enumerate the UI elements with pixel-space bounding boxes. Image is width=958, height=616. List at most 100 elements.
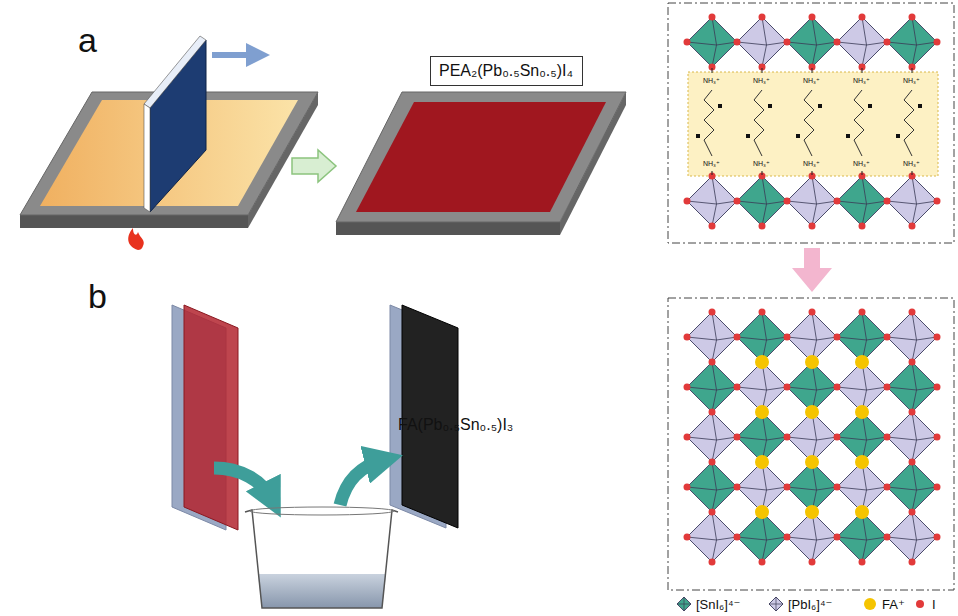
iodide-atom	[884, 198, 891, 205]
fa-cation	[755, 455, 769, 469]
octahedron-edge	[912, 412, 917, 440]
octahedron-edge	[812, 176, 817, 204]
octahedron	[837, 462, 887, 512]
phenyl-marker	[896, 134, 900, 138]
legend-swatch	[862, 596, 878, 612]
iodide-atom	[759, 309, 766, 316]
iodide-atom	[834, 434, 841, 441]
octahedron-face	[887, 412, 937, 462]
octahedron-face	[887, 312, 937, 362]
octahedron-edge	[837, 42, 867, 45]
octahedron	[837, 412, 887, 462]
octahedron-edge	[787, 42, 817, 45]
octahedron-edge	[862, 176, 867, 204]
octahedron-edge	[912, 362, 917, 390]
octahedron	[737, 512, 787, 562]
swatch-edge	[684, 597, 685, 611]
octahedron	[887, 362, 937, 412]
octahedron-face	[687, 412, 737, 462]
process-arrow	[292, 150, 336, 182]
legend-text: [PbI₆]⁴⁻	[788, 597, 832, 612]
iodide-atom	[909, 459, 916, 466]
octahedron	[887, 462, 937, 512]
amine-label: NH₃⁺	[803, 77, 820, 85]
fa-cation	[755, 355, 769, 369]
octahedron-edge	[887, 487, 917, 490]
swatch-edge	[776, 597, 777, 611]
beaker	[245, 510, 398, 608]
structure-illustration	[668, 3, 954, 590]
octahedron-edge	[687, 201, 717, 204]
octahedron-edge	[687, 487, 717, 490]
iodide-atom	[909, 309, 916, 316]
octahedron-edge	[737, 337, 767, 340]
octahedron-face	[787, 512, 837, 562]
dip-arrow	[214, 468, 272, 500]
fa-cation	[855, 355, 869, 369]
phenyl-marker	[718, 104, 722, 108]
octahedron	[787, 412, 837, 462]
iodide-atom	[934, 434, 941, 441]
phenyl-marker	[846, 134, 850, 138]
octahedron-face	[687, 312, 737, 362]
amine-label: NH₃⁺	[903, 77, 920, 85]
octahedron	[687, 412, 737, 462]
label-box: PEA₂(Pb₀.₅Sn₀.₅)I₄	[430, 56, 583, 86]
octahedron	[887, 412, 937, 462]
octahedron-edge	[787, 437, 817, 440]
octahedron-face	[687, 512, 737, 562]
iodide-atom	[759, 14, 766, 21]
bond-line	[912, 171, 913, 175]
amine-label: NH₃⁺	[703, 77, 720, 85]
octahedron-edge	[762, 17, 767, 45]
octahedron-face	[887, 17, 937, 67]
amine-label: NH₃⁺	[703, 160, 720, 168]
octahedron-edge	[837, 437, 867, 440]
fa-cation	[855, 455, 869, 469]
iodide-atom	[784, 334, 791, 341]
octahedron	[837, 176, 887, 226]
iodide-atom	[859, 14, 866, 21]
iodide-atom	[809, 14, 816, 21]
octahedron	[737, 176, 787, 226]
amine-label: NH₃⁺	[903, 160, 920, 168]
octahedron-edge	[712, 17, 717, 45]
octahedron-edge	[887, 201, 917, 204]
iodide-atom	[709, 509, 716, 516]
iodide-atom	[859, 223, 866, 230]
iodide-atom	[709, 459, 716, 466]
octahedron	[787, 17, 837, 67]
iodide-atom	[709, 14, 716, 21]
octahedron-edge	[737, 487, 767, 490]
octahedron-edge	[887, 42, 917, 45]
octahedron	[687, 362, 737, 412]
iodide-atom	[734, 434, 741, 441]
octahedron-edge	[762, 312, 767, 340]
iodide-atom	[684, 484, 691, 491]
alkyl-chain	[704, 90, 714, 156]
amine-label: NH₃⁺	[853, 160, 870, 168]
fa-cation	[805, 505, 819, 519]
octahedron-edge	[837, 487, 867, 490]
iodide-atom	[834, 384, 841, 391]
iodide-atom	[934, 198, 941, 205]
octahedron	[787, 512, 837, 562]
iodide-atom	[784, 434, 791, 441]
iodide-atom	[809, 559, 816, 566]
octahedron-edge	[887, 337, 917, 340]
iodide-atom	[759, 223, 766, 230]
octahedron-edge	[787, 487, 817, 490]
legend-entry: [PbI₆]⁴⁻	[768, 596, 832, 612]
octahedron-face	[837, 362, 887, 412]
iodide-atom	[909, 359, 916, 366]
iodide-atom	[834, 484, 841, 491]
octahedron-edge	[687, 437, 717, 440]
iodide-atom	[709, 559, 716, 566]
formula-text: PEA₂(Pb₀.₅Sn₀.₅)I₄	[439, 62, 574, 80]
octahedron-face	[837, 462, 887, 512]
octahedron-edge	[912, 462, 917, 490]
swatch-shape	[864, 598, 876, 610]
swatch-shape	[677, 597, 691, 611]
iodide-atom	[909, 509, 916, 516]
legend-entry: I	[912, 596, 936, 612]
